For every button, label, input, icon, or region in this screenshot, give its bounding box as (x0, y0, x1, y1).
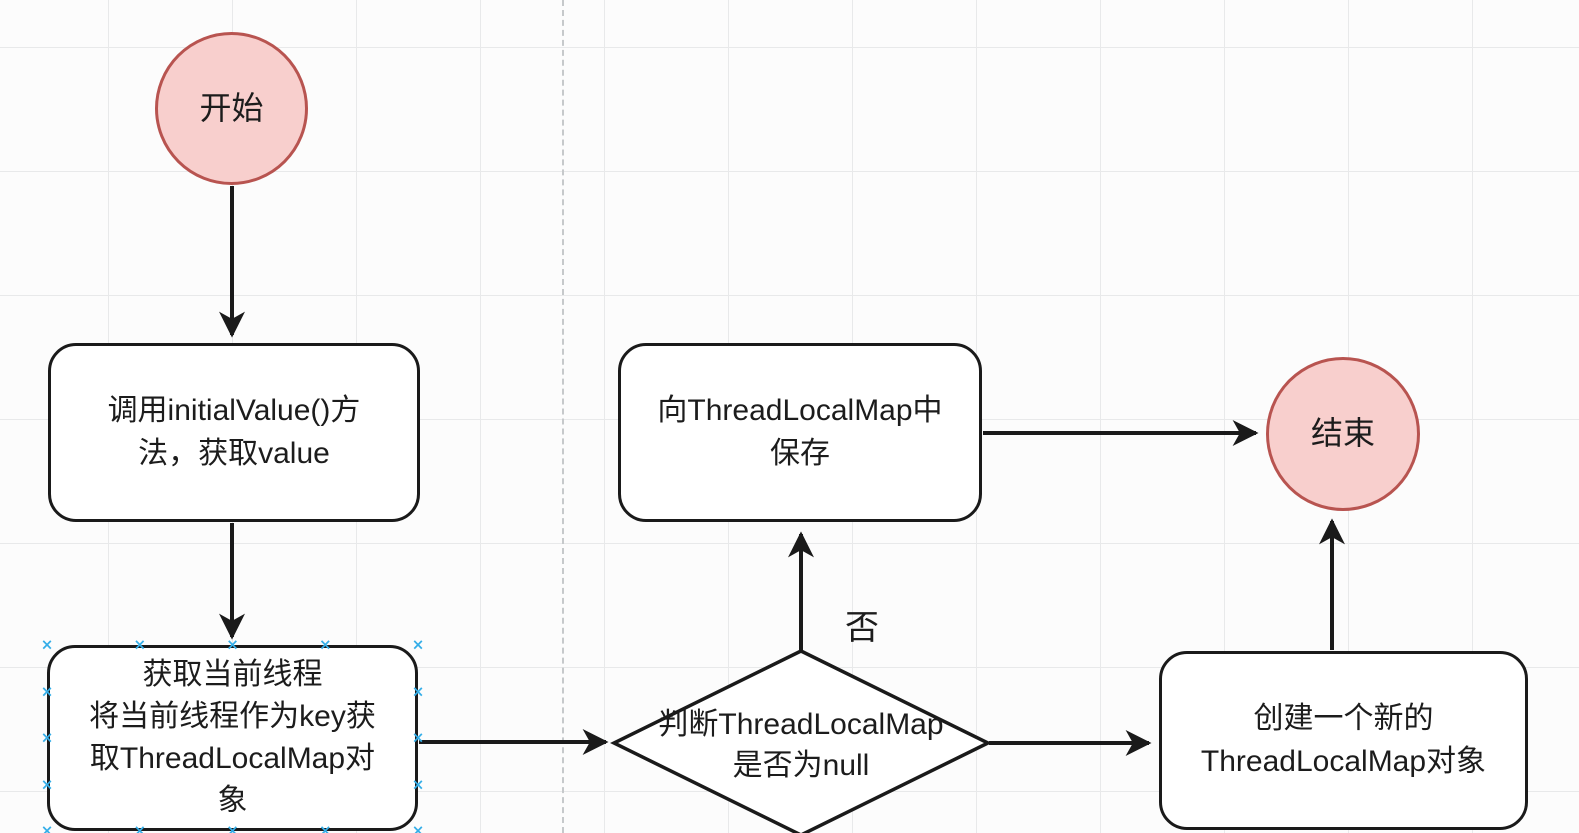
selection-handle-icon[interactable]: × (40, 682, 54, 700)
process-get-current-thread[interactable]: 获取当前线程 将当前线程作为key获 取ThreadLocalMap对 象 (47, 645, 418, 831)
selection-handle-icon[interactable]: × (133, 821, 147, 833)
decision-map-null-label: 判断ThreadLocalMap 是否为null (658, 707, 944, 782)
process-create-new-map[interactable]: 创建一个新的 ThreadLocalMap对象 (1159, 651, 1528, 830)
selection-handle-icon[interactable]: × (411, 635, 425, 654)
start-node-label: 开始 (199, 89, 264, 126)
selection-handle-icon[interactable]: × (318, 635, 332, 654)
process-get-current-thread-label: 获取当前线程 将当前线程作为key获 取ThreadLocalMap对 象 (89, 658, 376, 817)
process-call-initialvalue-label: 调用initialValue()方 法，获取value (107, 393, 361, 470)
selection-handle-icon[interactable]: × (411, 775, 425, 793)
process-save-to-map[interactable]: 向ThreadLocalMap中 保存 (618, 343, 982, 522)
selection-handle-icon[interactable]: × (40, 635, 54, 654)
no-branch-label[interactable]: 否 (845, 609, 879, 647)
end-node-label: 结束 (1310, 415, 1375, 452)
selection-handle-icon[interactable]: × (411, 728, 425, 747)
end-node[interactable]: 结束 (1266, 357, 1420, 511)
selection-handle-icon[interactable]: × (318, 821, 332, 833)
selection-handle-icon[interactable]: × (411, 821, 425, 833)
selection-handle-icon[interactable]: × (226, 821, 239, 833)
selection-handle-icon[interactable]: × (40, 775, 54, 793)
page-divider-line (562, 0, 564, 833)
process-call-initialvalue[interactable]: 调用initialValue()方 法，获取value (48, 343, 420, 522)
selection-handle-icon[interactable]: × (40, 821, 54, 833)
selection-handle-icon[interactable]: × (411, 682, 425, 700)
selection-handle-icon[interactable]: × (226, 635, 239, 654)
decision-diamond-shape[interactable] (610, 649, 992, 833)
selection-handle-icon[interactable]: × (40, 728, 54, 747)
process-save-to-map-label: 向ThreadLocalMap中 保存 (657, 393, 943, 470)
start-node[interactable]: 开始 (155, 32, 308, 185)
selection-handle-icon[interactable]: × (133, 635, 147, 654)
process-create-new-map-label: 创建一个新的 ThreadLocalMap对象 (1200, 701, 1487, 778)
